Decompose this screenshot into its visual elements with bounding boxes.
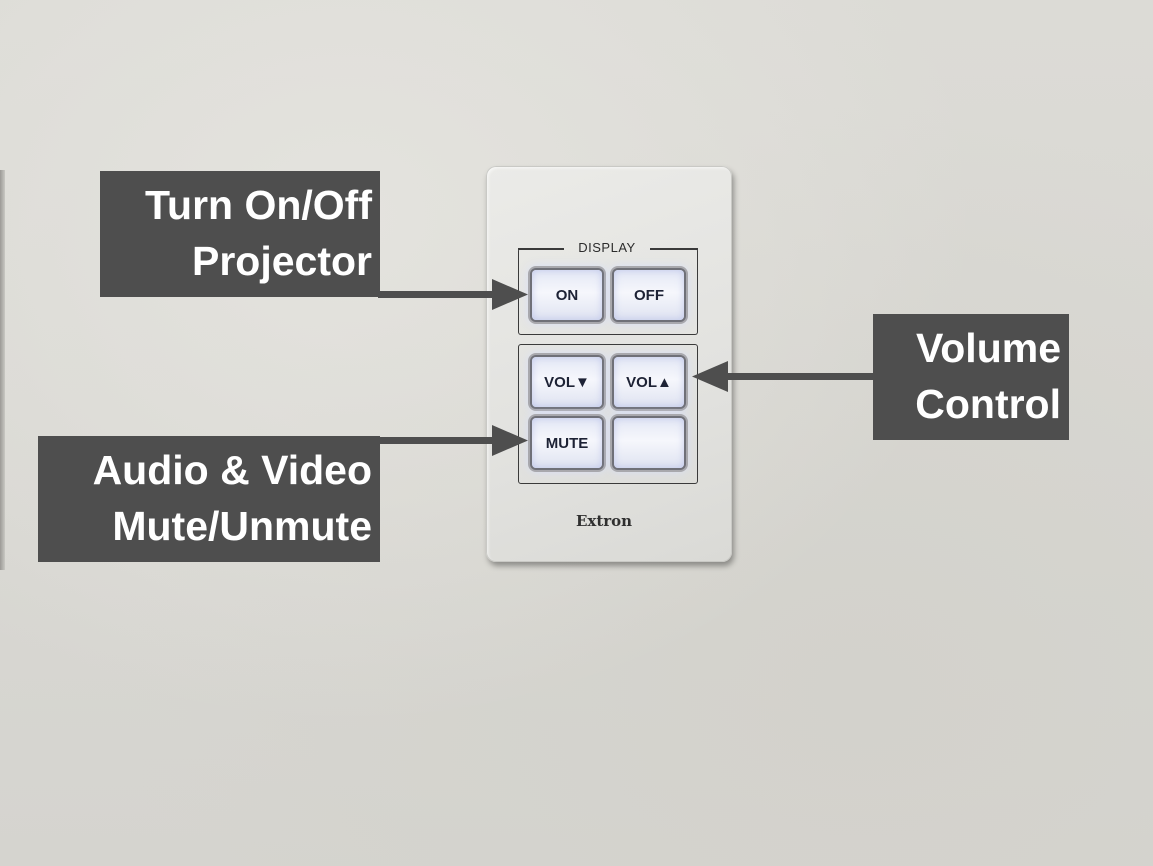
brand-logo-text: Extron	[575, 512, 633, 530]
mute-button[interactable]: MUTE	[532, 418, 602, 468]
mute-annotation-label: Audio & Video Mute/Unmute	[38, 436, 380, 562]
control-panel-wall-plate: DISPLAY ON OFF VOL▼ VOL▲ MUTE Extron	[486, 166, 732, 562]
power-annotation-label: Turn On/Off Projector	[100, 171, 380, 297]
volume-annotation-line2: Control	[915, 381, 1061, 427]
display-frame-top-right	[650, 248, 698, 250]
volume-annotation-label: Volume Control	[873, 314, 1069, 440]
display-frame-top-left	[518, 248, 564, 250]
volume-up-button[interactable]: VOL▲	[614, 357, 684, 407]
volume-down-button[interactable]: VOL▼	[532, 357, 602, 407]
power-arrow-shaft	[378, 291, 500, 298]
mute-annotation-line2: Mute/Unmute	[112, 503, 372, 549]
display-on-button[interactable]: ON	[532, 270, 602, 320]
display-off-button[interactable]: OFF	[614, 270, 684, 320]
volume-annotation-line1: Volume	[915, 325, 1061, 371]
power-annotation-line1: Turn On/Off	[145, 182, 372, 228]
mute-annotation-line1: Audio & Video	[92, 447, 372, 493]
power-annotation-line2: Projector	[192, 238, 372, 284]
blank-button[interactable]	[614, 418, 684, 468]
door-frame-edge	[0, 170, 5, 570]
mute-arrow-shaft	[378, 437, 500, 444]
display-group-label: DISPLAY	[578, 240, 636, 255]
audio-button-group-frame	[518, 344, 698, 484]
volume-arrow-shaft	[720, 373, 873, 380]
